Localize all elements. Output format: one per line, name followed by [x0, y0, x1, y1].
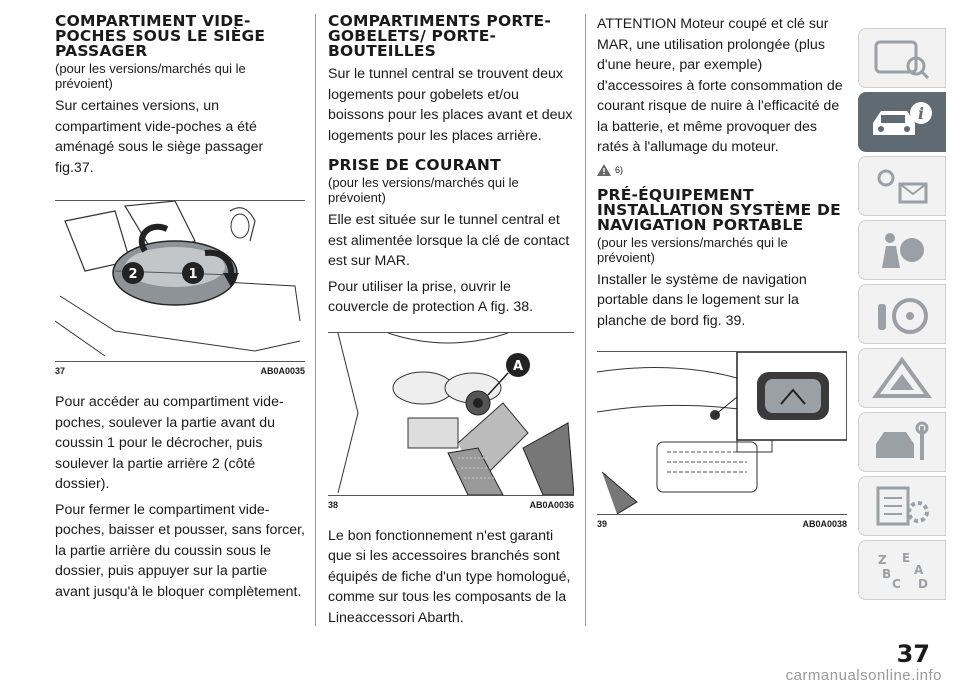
steering-wheel-icon: [878, 298, 928, 334]
car-maintenance-icon: [876, 421, 929, 460]
paragraph: Pour utiliser la prise, ouvrir le couver…: [328, 278, 534, 316]
figure-number: 37: [55, 366, 66, 376]
column-2: COMPARTIMENTS PORTE-GOBELETS/ PORTE-BOUT…: [328, 12, 574, 628]
figure-38: A 38 AB0A0036: [328, 331, 574, 510]
svg-text:C: C: [892, 577, 901, 591]
figure-number: 38: [328, 499, 339, 510]
paragraph: Installer le système de navigation porta…: [597, 271, 807, 329]
svg-text:D: D: [918, 577, 928, 591]
section-heading-navigation: PRÉ-ÉQUIPEMENT INSTALLATION SYSTÈME DE N…: [597, 185, 841, 234]
column-divider: [315, 14, 316, 626]
column-3: ATTENTION Moteur coupé et clé sur MAR, u…: [597, 14, 847, 529]
technical-data-icon: [876, 486, 929, 526]
tab-driving[interactable]: [858, 284, 946, 344]
svg-text:Z: Z: [878, 553, 887, 567]
alphabetical-index-icon: Z E A B C D: [878, 551, 928, 591]
tab-technical-data[interactable]: [858, 476, 946, 536]
paragraph: Sur le tunnel central se trouvent deux l…: [328, 66, 573, 144]
tab-emergency[interactable]: [858, 348, 946, 408]
svg-text:A: A: [914, 563, 924, 577]
svg-text:E: E: [902, 551, 910, 565]
callout-1: 1: [188, 267, 197, 282]
warning-reference: 6): [597, 163, 847, 176]
section-subheading: (pour les versions/marchés qui le prévoi…: [55, 61, 246, 91]
section-heading-glovebox: COMPARTIMENT VIDE-POCHES SOUS LE SIÈGE P…: [55, 12, 266, 60]
tab-index[interactable]: Z E A B C D: [858, 540, 946, 600]
warning-triangle-icon: [597, 163, 611, 176]
dashboard-search-icon: [874, 40, 930, 80]
tab-lights-warnings[interactable]: [858, 156, 946, 216]
figure-code: AB0A0038: [802, 519, 847, 529]
paragraph: Pour accéder au compartiment vide-poches…: [55, 394, 284, 492]
tab-dashboard[interactable]: [858, 28, 946, 88]
figure-39: 39 AB0A0038: [597, 351, 847, 529]
column-divider: [585, 14, 586, 626]
figure-code: AB0A0035: [260, 366, 305, 376]
section-heading-cupholders: COMPARTIMENTS PORTE-GOBELETS/ PORTE-BOUT…: [328, 12, 551, 60]
airbag-safety-icon: [882, 233, 924, 268]
column-1: COMPARTIMENT VIDE-POCHES SOUS LE SIÈGE P…: [55, 12, 305, 602]
paragraph: Pour fermer le compartiment vide-poches,…: [55, 501, 305, 600]
figure-code: AB0A0036: [529, 499, 574, 510]
seat-compartment-illustration: 2 1: [55, 201, 305, 361]
car-info-icon: i: [873, 102, 932, 135]
power-socket-illustration: A: [328, 332, 574, 495]
tab-maintenance[interactable]: [858, 412, 946, 472]
dashboard-navigation-illustration: [597, 352, 847, 514]
figure-caption: 38 AB0A0036: [328, 494, 574, 510]
paragraph: Elle est située sur le tunnel central et…: [328, 212, 570, 269]
lights-warning-icon: [877, 169, 928, 204]
callout-A: A: [513, 359, 523, 374]
tab-car-info[interactable]: i: [858, 92, 946, 152]
callout-2: 2: [128, 267, 137, 282]
page-number: 37: [896, 640, 930, 668]
tab-safety[interactable]: [858, 220, 946, 280]
svg-text:i: i: [918, 104, 924, 123]
paragraph: Sur certaines versions, un compartiment …: [55, 98, 264, 176]
figure-caption: 37 AB0A0035: [55, 361, 305, 376]
section-heading-power-socket: PRISE DE COURANT: [328, 156, 501, 174]
figure-caption: 39 AB0A0038: [597, 514, 847, 529]
emergency-triangle-icon: [872, 356, 932, 398]
paragraph: Le bon fonctionnement n'est garanti que …: [328, 527, 571, 626]
figure-37: 2 1 37 AB0A0035: [55, 200, 305, 376]
paragraph-attention: ATTENTION Moteur coupé et clé sur MAR, u…: [597, 16, 843, 155]
figure-number: 39: [597, 519, 608, 529]
watermark: carmanualsonline.info: [785, 667, 942, 684]
svg-text:B: B: [882, 567, 891, 581]
section-subheading: (pour les versions/marchés qui le prévoi…: [328, 175, 519, 205]
section-subheading: (pour les versions/marchés qui le prévoi…: [597, 234, 788, 265]
chapter-sidebar: i: [858, 28, 948, 604]
